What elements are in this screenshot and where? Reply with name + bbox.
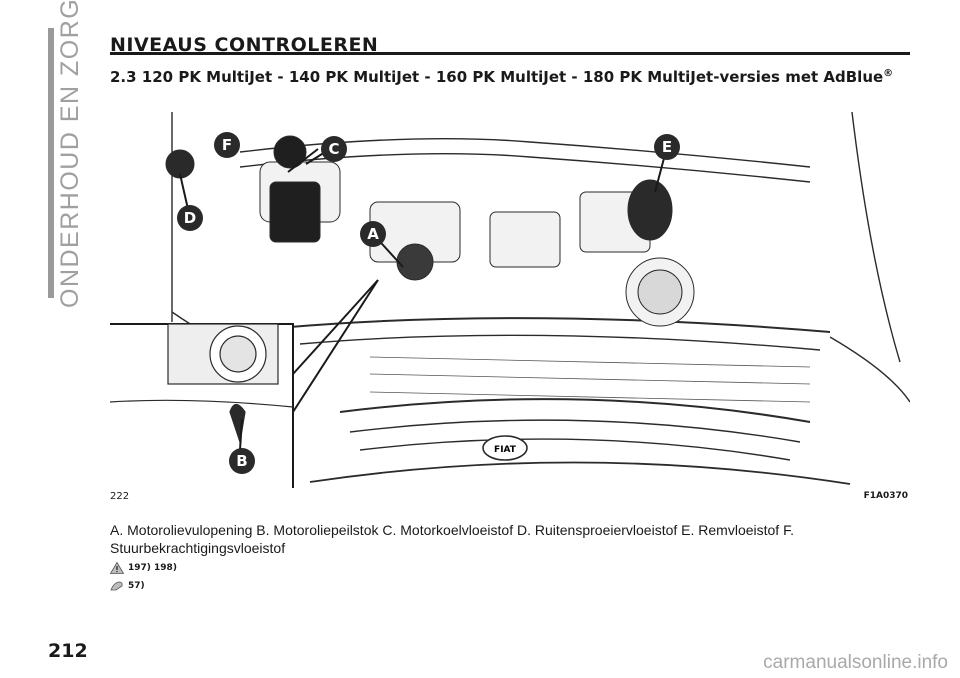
figure-caption: A. Motorolievulopening B. Motoroliepeils… (110, 522, 794, 556)
subheading: 2.3 120 PK MultiJet - 140 PK MultiJet - … (110, 64, 900, 87)
callout-c (321, 136, 347, 162)
warning-triangle-icon (110, 562, 124, 574)
note-hand-icon (110, 581, 123, 591)
fiat-badge-text: FIAT (494, 445, 517, 455)
callout-a (360, 221, 386, 247)
callout-a-label: A (367, 225, 379, 243)
engine-bay-illustration: FIAT (109, 111, 911, 488)
section-tab-label: ONDERHOUD EN ZORG (56, 0, 84, 308)
watermark: carmanualsonline.info (763, 652, 948, 673)
hood-right-edge (851, 111, 901, 363)
page-heading: NIVEAUS CONTROLEREN (110, 34, 379, 56)
callout-b (229, 448, 255, 474)
note-references: 57) (110, 580, 145, 592)
warning-refs-text: 197) 198) (128, 563, 177, 573)
callout-e (654, 134, 680, 160)
figure-code: F1A0370 (863, 491, 908, 501)
callout-c-label: C (328, 140, 339, 158)
warning-references: 197) 198) (110, 562, 177, 574)
section-tab-bar (48, 28, 54, 298)
engine-bay-drawing: FIAT (109, 111, 911, 488)
section-tab: ONDERHOUD EN ZORG (48, 0, 88, 308)
callout-b-label: B (236, 452, 247, 470)
callout-f-label: F (222, 136, 232, 154)
callout-d (177, 205, 203, 231)
heading-rule (110, 52, 910, 55)
callout-f (214, 132, 240, 158)
page-number: 212 (48, 640, 88, 662)
fiat-badge (482, 435, 528, 461)
registered-mark: ® (883, 68, 894, 79)
subheading-text: 2.3 120 PK MultiJet - 140 PK MultiJet - … (110, 68, 884, 86)
figure-number: 222 (110, 491, 130, 502)
callout-d-label: D (184, 209, 196, 227)
callout-e-label: E (662, 138, 672, 156)
note-refs-text: 57) (128, 581, 145, 591)
callout-markers (177, 132, 680, 474)
